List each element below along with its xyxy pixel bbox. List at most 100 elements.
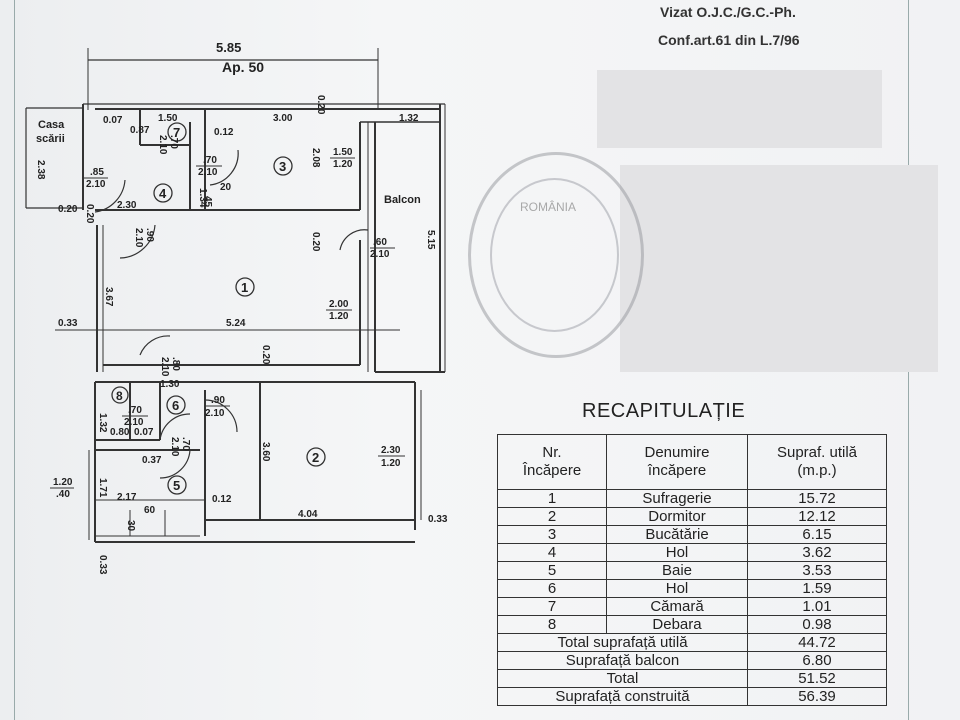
- overall-width-label: 5.85: [216, 40, 241, 55]
- recap-cell-name: Hol: [606, 579, 748, 598]
- stair-label-line1: Casa: [38, 119, 65, 131]
- recap-cell-area: 3.62: [747, 543, 887, 562]
- recap-cell-name: Hol: [606, 543, 748, 562]
- opening-7-top: .70: [168, 135, 179, 149]
- opening-2-top: .60: [373, 237, 387, 248]
- stamp-text: ROMÂNIA: [520, 200, 577, 214]
- recap-cell-name: Bucătărie: [606, 525, 748, 544]
- dim-1-32b: 1.32: [97, 413, 108, 433]
- balcony-label: Balcon: [384, 194, 421, 206]
- opening-1-bottom: 1.20: [333, 159, 353, 170]
- recap-total-label: Suprafață balcon: [497, 651, 748, 670]
- recap-cell-area: 1.01: [747, 597, 887, 616]
- dim-0-37: 0.37: [142, 455, 162, 466]
- redacted-block-middle: [620, 165, 938, 372]
- opening-8-bottom: 2.10: [133, 228, 144, 248]
- dim-0-20a: 0.20: [315, 95, 326, 115]
- room-number-2: 2: [312, 450, 319, 465]
- dim-3-67: 3.67: [103, 287, 114, 307]
- opening-10-bottom: 2.10: [124, 417, 144, 428]
- opening-9-top: .80: [170, 357, 181, 371]
- recap-cell-name: Baie: [606, 561, 748, 580]
- dim-30: 30: [125, 520, 136, 532]
- opening-6-top: .70: [203, 155, 217, 166]
- opening-4-top: 2.30: [381, 445, 401, 456]
- official-stamp: [468, 152, 644, 358]
- dim-1-30: 1.30: [160, 379, 180, 390]
- dim-2-30a: 2.30: [117, 200, 137, 211]
- room-number-4: 4: [159, 186, 167, 201]
- opening-1-top: 1.50: [333, 147, 353, 158]
- apartment-label: Ap. 50: [222, 59, 264, 75]
- recap-cell-nr: 6: [497, 579, 607, 598]
- recap-total-label: Suprafață construită: [497, 687, 748, 706]
- dim-0-20c: 0.20: [310, 232, 321, 252]
- dim-5-24: 5.24: [226, 318, 246, 329]
- recap-total-value: 51.52: [747, 669, 887, 688]
- opening-8-top: .90: [144, 228, 155, 242]
- recap-cell-name: Sufragerie: [606, 489, 748, 508]
- opening-10-top: .70: [128, 405, 142, 416]
- dim-2-08: 2.08: [310, 148, 321, 168]
- dim-0-07: 0.07: [103, 115, 123, 126]
- opening-5-top: .85: [90, 167, 104, 178]
- recap-cell-nr: 5: [497, 561, 607, 580]
- dim-1-50: 1.50: [158, 113, 178, 124]
- opening-5-bottom: 2.10: [86, 179, 106, 190]
- redacted-block-top: [597, 70, 882, 148]
- opening-6-bottom: 2.10: [198, 167, 218, 178]
- recap-total-label: Total: [497, 669, 748, 688]
- stair-label-line2: scării: [36, 133, 65, 145]
- recap-cell-area: 12.12: [747, 507, 887, 526]
- recap-cell-area: 15.72: [747, 489, 887, 508]
- dim-1-34: 1.34: [197, 188, 208, 208]
- opening-3-top: 2.00: [329, 299, 349, 310]
- official-stamp-inner: [490, 178, 619, 332]
- recap-cell-nr: 7: [497, 597, 607, 616]
- recap-cell-area: 1.59: [747, 579, 887, 598]
- dim-1-71: 1.71: [97, 478, 108, 498]
- dim-0-33c: 0.33: [97, 555, 108, 575]
- dim-4-04: 4.04: [298, 509, 318, 520]
- dim-20: 20: [220, 182, 232, 193]
- opening-12-top: .70: [180, 437, 191, 451]
- dim-0-33b: 0.33: [428, 514, 448, 525]
- dim-2-17: 2.17: [117, 492, 137, 503]
- opening-3-bottom: 1.20: [329, 311, 349, 322]
- dim-0-87: 0.87: [130, 125, 150, 136]
- dim-3-00: 3.00: [273, 113, 293, 124]
- dim-0-20e: 0.20: [84, 204, 95, 224]
- recap-cell-nr: 8: [497, 615, 607, 634]
- opening-12-bottom: 2.10: [169, 437, 180, 457]
- room-number-7: 7: [173, 125, 180, 140]
- header-area: Supraf. utilă(m.p.): [747, 434, 887, 490]
- recap-total-value: 56.39: [747, 687, 887, 706]
- opening-13-bottom: .40: [56, 489, 70, 500]
- dim-60: 60: [144, 505, 156, 516]
- dim-0-20d: 0.20: [260, 345, 271, 365]
- dim-0-12a: 0.12: [214, 127, 234, 138]
- recap-cell-area: 0.98: [747, 615, 887, 634]
- opening-11-bottom: 2.10: [205, 408, 225, 419]
- opening-4-bottom: 1.20: [381, 458, 401, 469]
- recap-total-value: 44.72: [747, 633, 887, 652]
- approval-line-2: Conf.art.61 din L.7/96: [658, 32, 800, 48]
- recap-cell-area: 3.53: [747, 561, 887, 580]
- recap-cell-name: Cămară: [606, 597, 748, 616]
- dim-2-38: 2.38: [35, 160, 46, 180]
- dim-0-07b: 0.07: [134, 427, 154, 438]
- recap-total-label: Total suprafață utilă: [497, 633, 748, 652]
- header-nr: Nr.Încăpere: [497, 434, 607, 490]
